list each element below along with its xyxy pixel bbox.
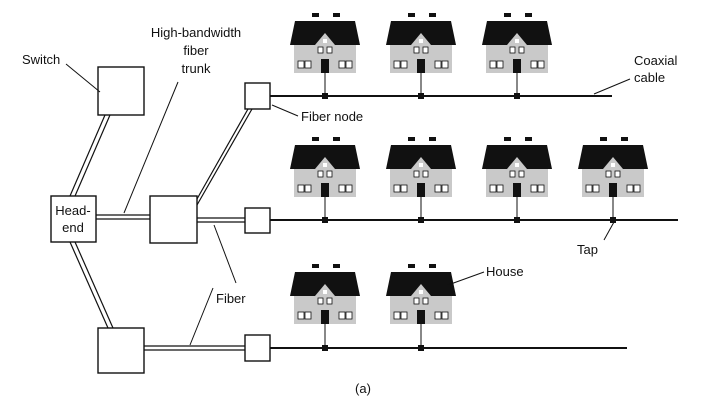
annotation-leaders [65,63,631,346]
house [290,264,360,351]
trunk-junction-box [149,195,198,244]
headend-box [50,195,97,243]
headend-label-line1: Head- [55,203,90,218]
coaxial-label-line2: cable [634,70,665,85]
trunk-label-line2: fiber [183,43,209,58]
headend-label-line2: end [62,220,84,235]
fiber-node-middle [244,207,271,234]
house [578,137,648,223]
house [386,264,456,351]
fiber-label: Fiber [216,291,246,306]
fiber-links [69,108,253,351]
trunk-label-line3: trunk [182,61,211,76]
tap-label: Tap [577,242,598,257]
fiber-node-bottom [244,334,271,362]
house [386,137,456,223]
switch-label: Switch [22,52,60,67]
lower-switch-box [97,327,145,374]
house [386,13,456,99]
fiber-node-top [244,82,271,110]
fiber-node-label: Fiber node [301,109,363,124]
figure-caption: (a) [355,381,371,396]
coaxial-label-line1: Coaxial [634,53,677,68]
house [482,13,552,99]
house [482,137,552,223]
house-label: House [486,264,524,279]
trunk-label-line1: High-bandwidth [151,25,241,40]
switch-box [97,66,145,116]
house [290,137,360,223]
house [290,13,360,99]
